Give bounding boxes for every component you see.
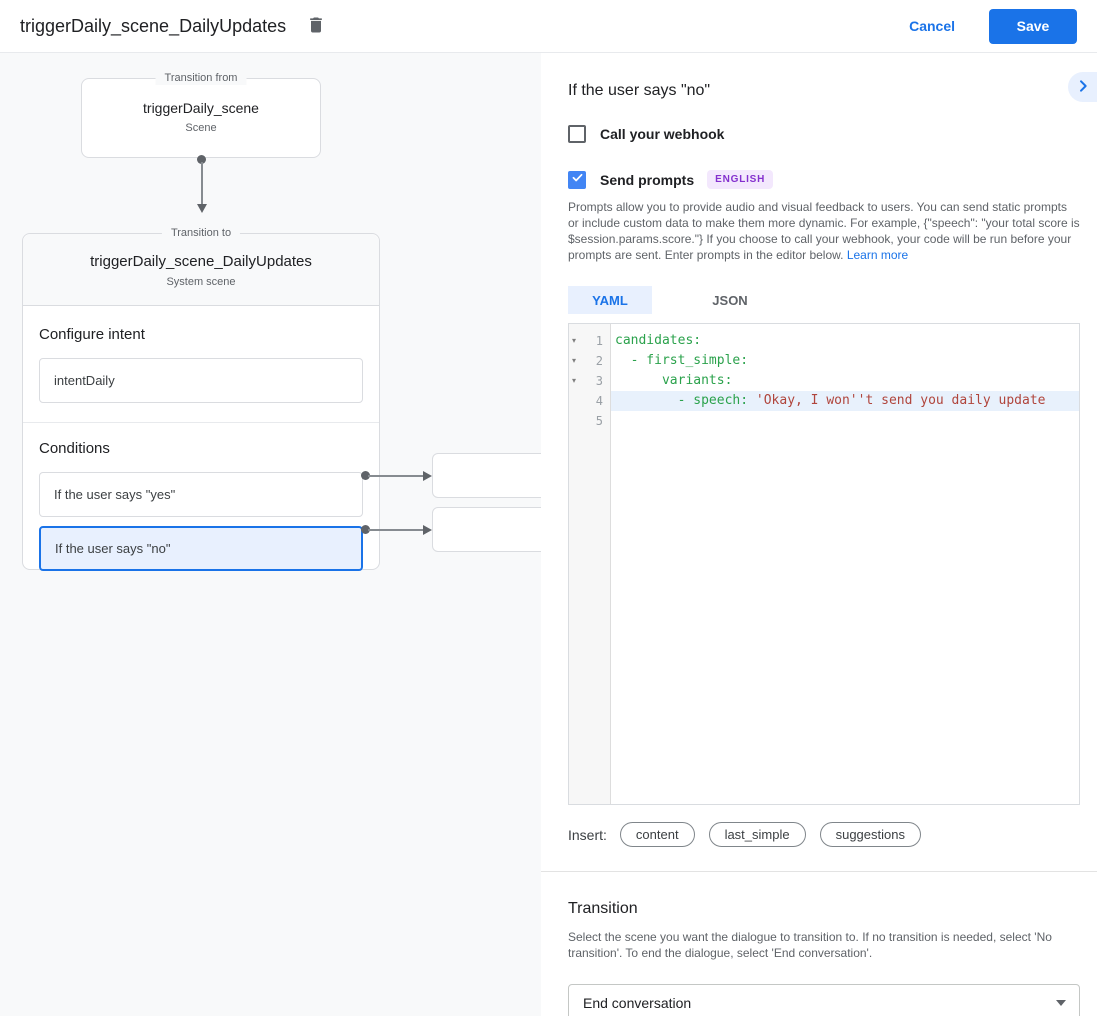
from-scene-name: triggerDaily_scene [143, 100, 259, 116]
connector-dot [197, 155, 206, 164]
connector-line [201, 162, 203, 204]
collapse-panel-button[interactable] [1068, 72, 1097, 102]
top-bar: triggerDaily_scene_DailyUpdates Cancel S… [0, 0, 1097, 53]
line-number: 3 [595, 374, 603, 388]
chevron-right-icon [1075, 78, 1091, 97]
send-prompts-label: Send prompts [600, 171, 695, 188]
gutter-line-2: ▾2 [569, 351, 610, 371]
call-webhook-checkbox[interactable] [568, 125, 586, 143]
condition-yes-arrowhead-icon [423, 470, 432, 481]
webhook-checkbox-row: Call your webhook [568, 125, 1080, 143]
yaml-key: - speech: [615, 393, 756, 408]
section-divider [23, 422, 379, 423]
configure-intent-heading: Configure intent [39, 326, 145, 343]
code-line-3[interactable]: variants: [611, 371, 1079, 391]
from-scene-type: Scene [185, 122, 217, 134]
checkmark-icon [571, 171, 584, 189]
conditions-heading: Conditions [39, 440, 110, 457]
insert-last-simple-chip[interactable]: last_simple [708, 822, 806, 847]
learn-more-link[interactable]: Learn more [846, 248, 909, 262]
transition-heading: Transition [568, 900, 638, 917]
scene-diagram-canvas: Transition from triggerDaily_scene Scene… [0, 53, 541, 1016]
trash-icon [306, 15, 326, 38]
transition-dropdown-value: End conversation [583, 995, 692, 1011]
prompts-description: Prompts allow you to provide audio and v… [568, 199, 1080, 263]
tab-json[interactable]: JSON [712, 292, 748, 308]
line-number: 5 [595, 414, 603, 428]
condition-yes-target-node[interactable] [432, 453, 541, 498]
gutter-line-5: 5 [569, 411, 610, 431]
yaml-key: variants: [615, 373, 733, 388]
yaml-string-value: 'Okay, I won''t send you daily update [755, 393, 1046, 408]
condition-no-arrowhead-icon [423, 524, 432, 535]
yaml-code-editor[interactable]: ▾1 ▾2 ▾3 4 5 candidates: - first_simple:… [568, 323, 1080, 805]
gutter-line-3: ▾3 [569, 371, 610, 391]
prompts-checkbox-row: Send prompts ENGLISH [568, 170, 1080, 189]
tab-yaml[interactable]: YAML [568, 286, 652, 314]
editor-gutter: ▾1 ▾2 ▾3 4 5 [569, 324, 611, 804]
format-tabs: YAML JSON [568, 286, 1080, 314]
condition-yes-connector-dot [361, 471, 370, 480]
connector-arrowhead-icon [197, 204, 207, 213]
insert-content-chip[interactable]: content [619, 822, 695, 847]
transition-description: Select the scene you want the dialogue t… [568, 930, 1052, 960]
yaml-key: candidates: [615, 333, 702, 348]
line-number: 2 [595, 354, 603, 368]
insert-label: Insert: [568, 826, 607, 843]
yaml-key: - first_simple: [615, 353, 749, 368]
transition-to-label: Transition to [161, 227, 241, 240]
transition-from-node[interactable]: Transition from triggerDaily_scene Scene [81, 72, 321, 158]
code-line-2[interactable]: - first_simple: [611, 351, 1079, 371]
editor-code-area[interactable]: candidates: - first_simple: variants: - … [611, 324, 1079, 804]
gutter-line-1: ▾1 [569, 331, 610, 351]
code-line-5[interactable] [611, 411, 1079, 431]
fold-arrow-icon[interactable]: ▾ [572, 336, 577, 345]
language-badge: ENGLISH [707, 170, 774, 189]
transition-to-node[interactable]: Transition to triggerDaily_scene_DailyUp… [22, 227, 380, 571]
cancel-button[interactable]: Cancel [909, 18, 955, 34]
to-node-header: triggerDaily_scene_DailyUpdates System s… [23, 234, 379, 306]
code-line-4-active[interactable]: - speech: 'Okay, I won''t send you daily… [611, 391, 1079, 411]
fold-arrow-icon[interactable]: ▾ [572, 356, 577, 365]
condition-no-target-node[interactable] [432, 507, 541, 552]
condition-no-connector-line [368, 528, 424, 531]
gutter-line-4: 4 [569, 391, 610, 411]
line-number: 1 [595, 334, 603, 348]
send-prompts-checkbox[interactable] [568, 170, 586, 189]
intent-item[interactable]: intentDaily [39, 358, 363, 403]
transition-from-label: Transition from [155, 72, 247, 85]
condition-item-no[interactable]: If the user says "no" [39, 526, 363, 571]
fold-arrow-icon[interactable]: ▾ [572, 376, 577, 385]
panel-divider [541, 871, 1097, 872]
condition-editor-panel: If the user says "no" Call your webhook … [541, 53, 1097, 1016]
code-line-1[interactable]: candidates: [611, 331, 1079, 351]
line-number: 4 [595, 394, 603, 408]
call-webhook-label: Call your webhook [600, 126, 725, 142]
delete-scene-button[interactable] [304, 13, 328, 40]
condition-no-connector-dot [361, 525, 370, 534]
transition-dropdown[interactable]: End conversation [568, 984, 1080, 1016]
to-node-body: Configure intent intentDaily Conditions … [23, 306, 379, 571]
to-scene-name: triggerDaily_scene_DailyUpdates [90, 253, 312, 270]
insert-suggestions-chip[interactable]: suggestions [819, 822, 921, 847]
condition-item-yes[interactable]: If the user says "yes" [39, 472, 363, 517]
page-title: triggerDaily_scene_DailyUpdates [20, 15, 287, 36]
panel-title: If the user says "no" [568, 82, 711, 99]
condition-yes-connector-line [368, 474, 424, 477]
dropdown-caret-icon [1056, 1000, 1066, 1006]
save-button[interactable]: Save [989, 8, 1077, 44]
prompts-description-text: Prompts allow you to provide audio and v… [568, 200, 1080, 262]
insert-row: Insert: content last_simple suggestions [568, 822, 1080, 847]
to-scene-type: System scene [166, 276, 236, 288]
